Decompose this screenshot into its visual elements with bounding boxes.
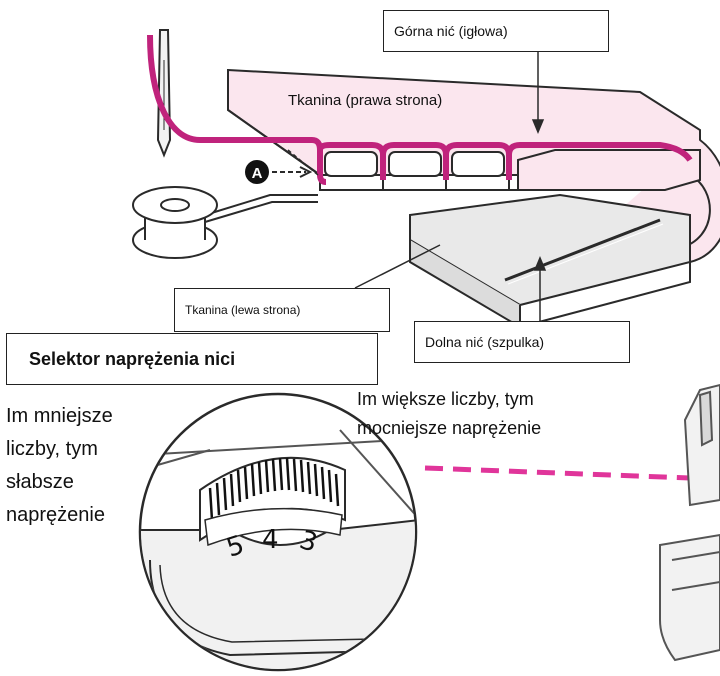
machine-fragment: [659, 383, 720, 662]
upper-thread-line: [147, 34, 693, 185]
bobbin-icon: [132, 186, 218, 259]
lower-thread-label: Dolna nić (szpulka): [425, 334, 545, 350]
lower-thread-label-box: Dolna nić (szpulka): [414, 321, 630, 363]
fabric-folded: [227, 68, 720, 329]
leader-lines: [354, 52, 547, 321]
fabric-right-side-label: Tkanina (prawa strona): [288, 92, 443, 109]
tension-selector-title: Selektor naprężenia nici: [29, 348, 236, 369]
tension-selector-title-box: Selektor naprężenia nici: [6, 333, 378, 385]
stitch-loops: [319, 150, 518, 191]
marker-a-label: A: [252, 165, 263, 182]
lower-thread-line: [204, 194, 318, 223]
fabric-wrong-side-label: Tkanina (lewa strona): [185, 303, 301, 317]
higher-numbers-caption: Im większe liczby, tym mocniejsze napręż…: [357, 389, 542, 438]
tension-dial: 5 4 3: [138, 392, 418, 672]
dashed-arrow: [424, 465, 708, 488]
fabric-wrong-side-label-box: Tkanina (lewa strona): [174, 288, 390, 332]
marker-a: A: [245, 149, 319, 184]
dial-number-4: 4: [262, 525, 279, 555]
upper-thread-label: Górna nić (igłowa): [394, 23, 508, 39]
lower-numbers-caption: Im mniejsze liczby, tym słabsze naprężen…: [6, 405, 113, 526]
upper-thread-label-box: Górna nić (igłowa): [383, 10, 609, 52]
needle-icon: [156, 29, 172, 158]
